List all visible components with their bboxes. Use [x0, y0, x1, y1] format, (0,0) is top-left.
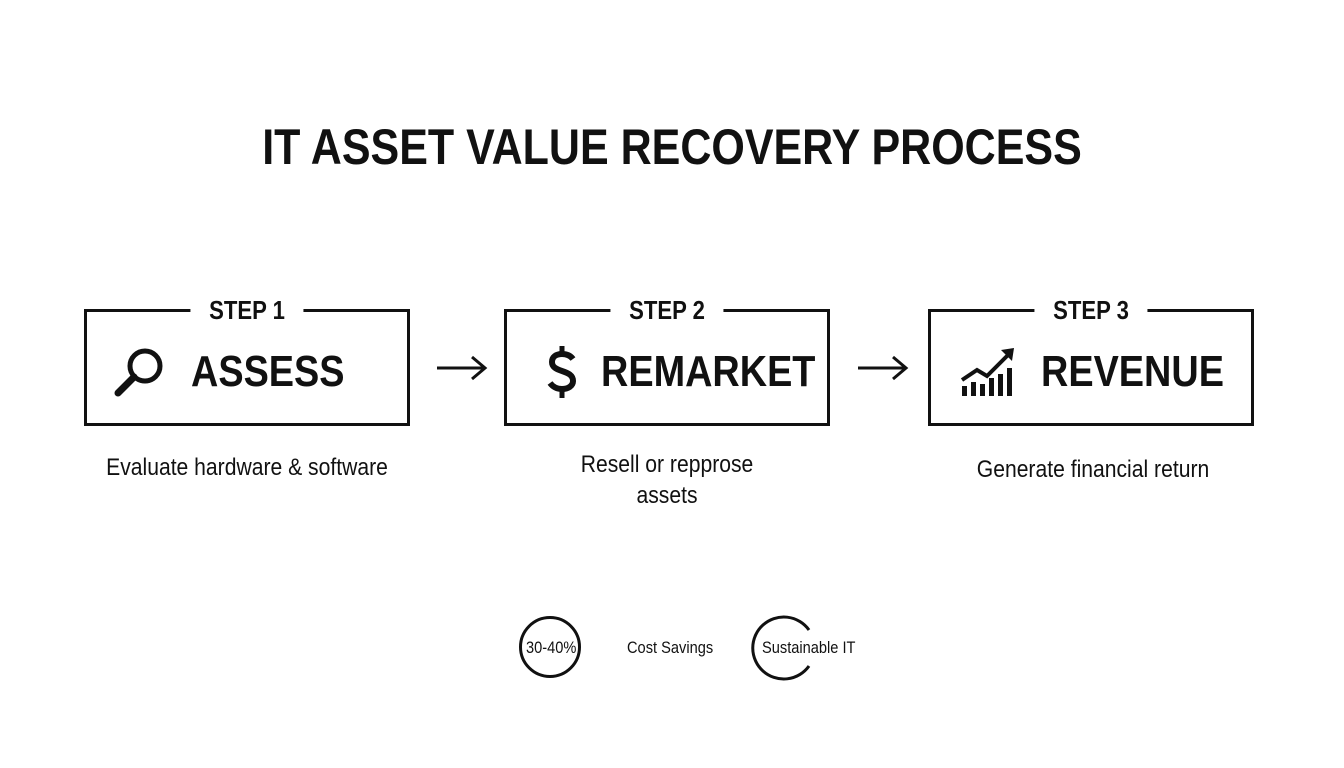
diagram-title: IT ASSET VALUE RECOVERY PROCESS	[262, 119, 1082, 175]
step-3-description: Generate financial return	[976, 456, 1210, 483]
step-1-label: STEP 1	[190, 295, 304, 325]
sustainable-label: Sustainable IT	[762, 638, 856, 657]
arrow-right-icon	[858, 355, 909, 381]
sustainable-ring-icon	[751, 615, 811, 681]
step-3-label: STEP 3	[1034, 295, 1148, 325]
step-3-box: STEP 3 REVENUE	[928, 295, 1254, 426]
step-3-name: REVENUE	[1041, 347, 1224, 396]
step-1-box: STEP 1 ASSESS	[84, 295, 410, 426]
arrow-right-icon	[437, 355, 488, 381]
growth-chart-icon	[960, 348, 1014, 396]
dollar-sign-icon	[547, 346, 577, 398]
step-1-name: ASSESS	[191, 347, 345, 396]
step-2-name: REMARKET	[601, 347, 816, 396]
savings-badge	[519, 616, 581, 678]
magnifying-glass-icon	[114, 348, 163, 397]
step-2-box: STEP 2 REMARKET	[504, 295, 830, 426]
savings-value: 30-40%	[526, 638, 577, 657]
step-2-label: STEP 2	[610, 295, 724, 325]
step-1-description: Evaluate hardware & software	[106, 454, 388, 481]
savings-label: Cost Savings	[627, 638, 714, 657]
step-2-description-line-2: assets	[636, 482, 698, 509]
step-2-description: Resell or repprose assets	[524, 449, 811, 511]
step-2-description-line-1: Resell or repprose	[580, 451, 754, 478]
